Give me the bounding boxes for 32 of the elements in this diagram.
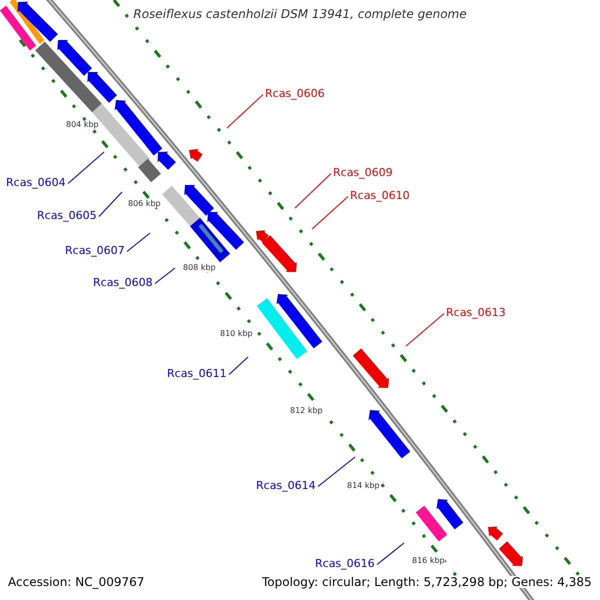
scale-label: 804 kbp [66, 121, 99, 129]
gene-label: Rcas_0614 [256, 480, 316, 491]
leader-line [68, 152, 104, 184]
leader-line [154, 268, 176, 284]
scale-label: 812 kbp [290, 407, 323, 415]
gene-label: Rcas_0616 [315, 558, 375, 569]
leader-line [226, 94, 264, 128]
gene-label: Rcas_0611 [167, 368, 227, 379]
info-text: Accession: NC_009767 [8, 576, 144, 588]
leader-line [294, 173, 332, 208]
title: Roseiflexus castenholzii DSM 13941, complete genome [132, 8, 468, 20]
scale-label: 814 kbp [347, 482, 380, 490]
leader-line [126, 232, 150, 252]
leader-line [318, 456, 356, 487]
gene-label: Rcas_0605 [37, 210, 97, 221]
gene-label: Rcas_0608 [93, 277, 153, 288]
leader-line [228, 356, 248, 375]
scale-label: 810 kbp [220, 330, 253, 338]
leader-line [98, 192, 122, 217]
leader-line [406, 313, 444, 346]
gene-label: Rcas_0610 [350, 190, 410, 201]
gene-label: Rcas_0613 [446, 307, 506, 318]
scale-label: 816 kbp [412, 557, 445, 565]
gene-label: Rcas_0606 [265, 88, 325, 99]
gene-label: Rcas_0609 [333, 167, 393, 178]
scale-label: 806 kbp [128, 200, 161, 208]
info-text: Topology: circular; Length: 5,723,298 bp; Genes: 4,385 [262, 576, 592, 588]
scale-label: 808 kbp [183, 264, 216, 272]
gene-label: Rcas_0604 [6, 177, 66, 188]
leader-line [376, 542, 404, 565]
gene-label: Rcas_0607 [65, 245, 125, 256]
leader-line [312, 196, 348, 230]
